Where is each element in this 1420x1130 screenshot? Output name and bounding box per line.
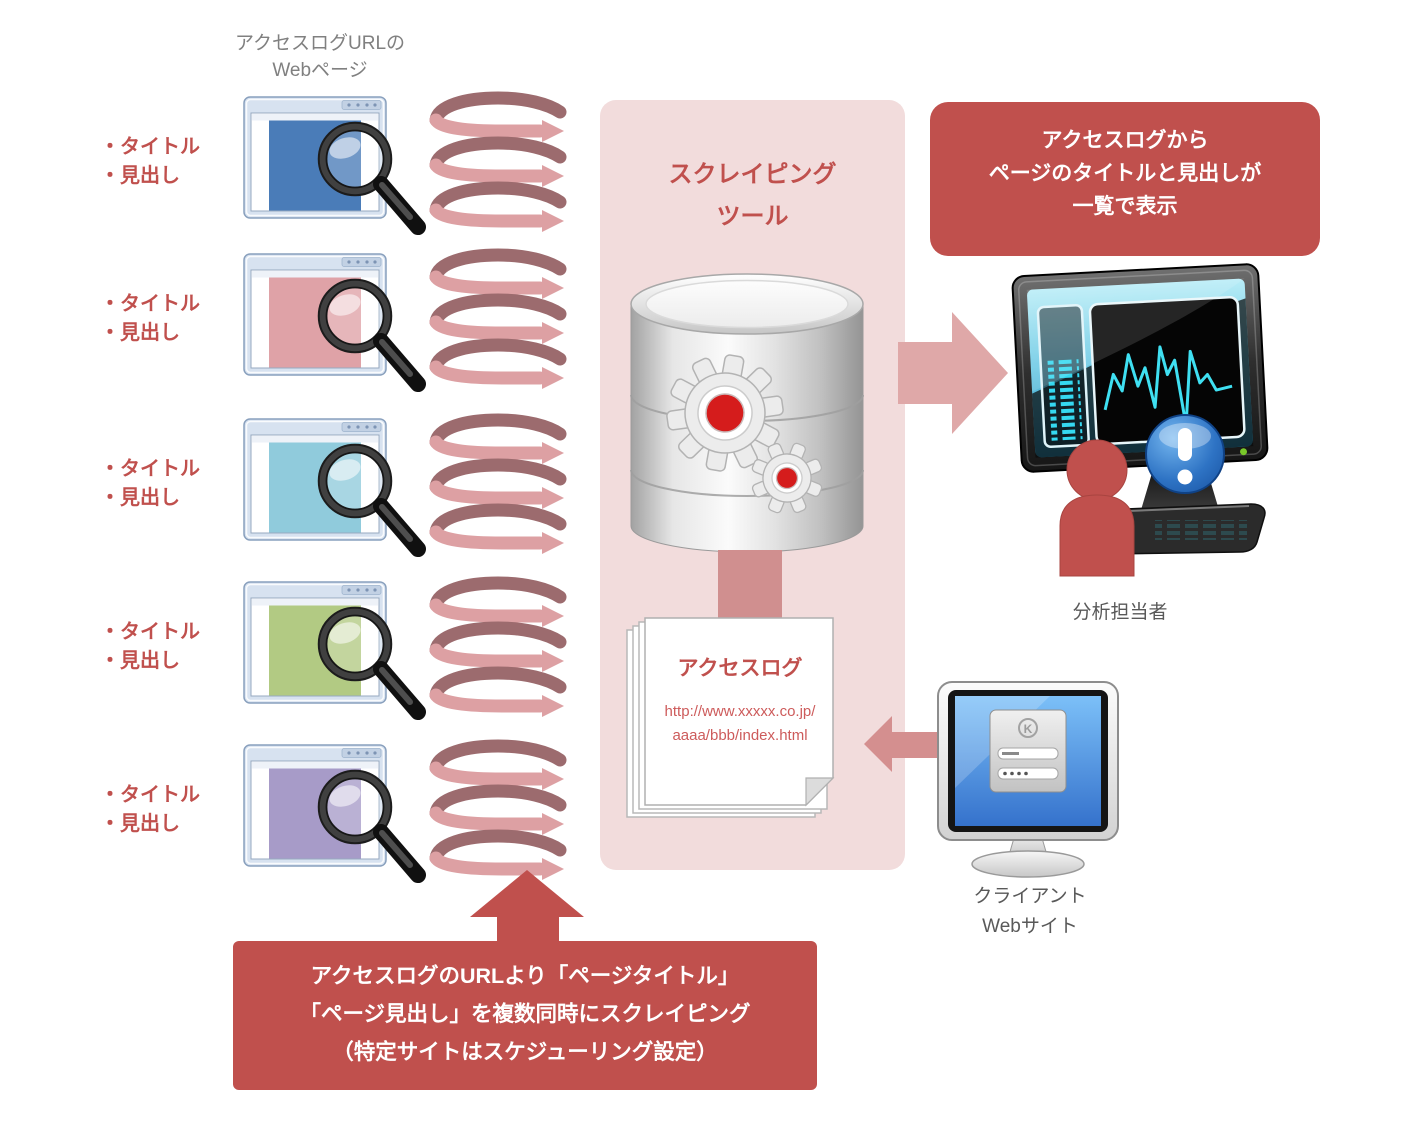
row-label-1: ・タイトル ・見出し	[100, 133, 230, 191]
result-note-line2: ページのタイトルと見出しが	[988, 162, 1262, 185]
browser-window-icon	[243, 744, 426, 883]
client-caption: クライアント Webサイト	[930, 882, 1130, 942]
monitor-graph-icon	[1011, 263, 1269, 473]
client-caption-line2: Webサイト	[982, 916, 1078, 937]
access-log-url-line2: aaaa/bbb/index.html	[672, 727, 808, 744]
window-controls-icon	[341, 748, 382, 758]
magnifier-icon	[317, 121, 426, 235]
process-note-box: アクセスログのURLより「ページタイトル」 「ページ見出し」を複数同時にスクレイ…	[233, 941, 817, 1090]
scraping-title-line2: ツール	[716, 203, 789, 230]
page-content-block	[269, 120, 361, 211]
svg-text:K: K	[1024, 722, 1033, 736]
page-content-block	[269, 768, 361, 859]
row-label-midashi: ・見出し	[100, 650, 180, 672]
kde-gear-logo-icon	[1018, 718, 1038, 738]
arrow-up-icon	[470, 870, 584, 944]
username-field	[997, 747, 1059, 760]
gear-small-icon	[751, 442, 823, 514]
row-label-title: ・タイトル	[100, 293, 200, 315]
row-label-5: ・タイトル ・見出し	[100, 781, 230, 839]
row-label-title: ・タイトル	[100, 136, 200, 158]
window-controls-icon	[341, 422, 382, 432]
magnifier-icon	[317, 278, 426, 392]
coil-arrow-icon	[429, 739, 567, 880]
coil-arrow-icon	[429, 576, 567, 717]
client-monitor-icon: K	[937, 681, 1119, 878]
result-note-line1: アクセスログから	[1041, 129, 1209, 152]
row-label-midashi: ・見出し	[100, 165, 180, 187]
window-controls-icon	[341, 257, 382, 267]
arrow-right-icon	[898, 312, 1008, 434]
row-label-4: ・タイトル ・見出し	[100, 618, 230, 676]
connector-bar	[718, 550, 782, 622]
heading-line2: Webページ	[272, 60, 368, 81]
page-content-block	[269, 442, 361, 533]
browser-window-icon	[243, 581, 426, 720]
coil-arrow-icon	[429, 248, 567, 389]
heading-line1: アクセスログURLの	[234, 33, 406, 54]
client-caption-line1: クライアント	[973, 886, 1087, 907]
gear-large-icon	[666, 354, 784, 472]
window-controls-icon	[341, 585, 382, 595]
page-content-block	[269, 277, 361, 368]
row-label-title: ・タイトル	[100, 458, 200, 480]
access-log-title: アクセスログ	[677, 657, 803, 680]
access-log-url-line1: http://www.xxxxx.co.jp/	[664, 703, 816, 720]
row-label-title: ・タイトル	[100, 621, 200, 643]
browser-window-icon	[243, 253, 426, 392]
arrow-left-icon	[864, 716, 943, 772]
row-label-midashi: ・見出し	[100, 813, 180, 835]
analyst-caption: 分析担当者	[1072, 602, 1168, 623]
access-log-url: http://www.xxxxx.co.jp/ aaaa/bbb/index.h…	[640, 700, 840, 748]
database-gears-icon	[630, 273, 864, 553]
row-label-midashi: ・見出し	[100, 487, 180, 509]
result-note-line3: 一覧で表示	[1072, 195, 1178, 218]
process-note-line2: 「ページ見出し」を複数同時にスクレイピング	[299, 1002, 751, 1026]
magnifier-icon	[317, 606, 426, 720]
window-controls-icon	[341, 100, 382, 110]
analyst-workstation-icon	[1011, 263, 1269, 577]
browser-window-icon	[243, 418, 426, 557]
row-label-midashi: ・見出し	[100, 322, 180, 344]
scraping-title-line1: スクレイピング	[668, 161, 837, 188]
process-note-line3: （特定サイトはスケジューリング設定）	[332, 1040, 718, 1064]
row-label-title: ・タイトル	[100, 784, 200, 806]
browser-window-icon	[243, 96, 426, 235]
source-pages-heading: アクセスログURLの Webページ	[200, 30, 440, 84]
row-label-2: ・タイトル ・見出し	[100, 290, 230, 348]
coil-arrow-icon	[429, 413, 567, 554]
analyst-person-icon	[1059, 439, 1135, 577]
scraping-tool-title: スクレイピング ツール	[600, 154, 905, 238]
coil-arrow-icon	[429, 91, 567, 232]
document-stack-icon	[626, 617, 835, 818]
result-note-box: アクセスログから ページのタイトルと見出しが 一覧で表示	[930, 102, 1320, 256]
password-field	[997, 767, 1059, 780]
magnifier-icon	[317, 769, 426, 883]
magnifier-icon	[317, 443, 426, 557]
login-panel: K	[989, 709, 1067, 793]
page-content-block	[269, 605, 361, 696]
row-label-3: ・タイトル ・見出し	[100, 455, 230, 513]
alert-icon	[1145, 414, 1225, 494]
process-note-line1: アクセスログのURLより「ページタイトル」	[310, 964, 740, 988]
